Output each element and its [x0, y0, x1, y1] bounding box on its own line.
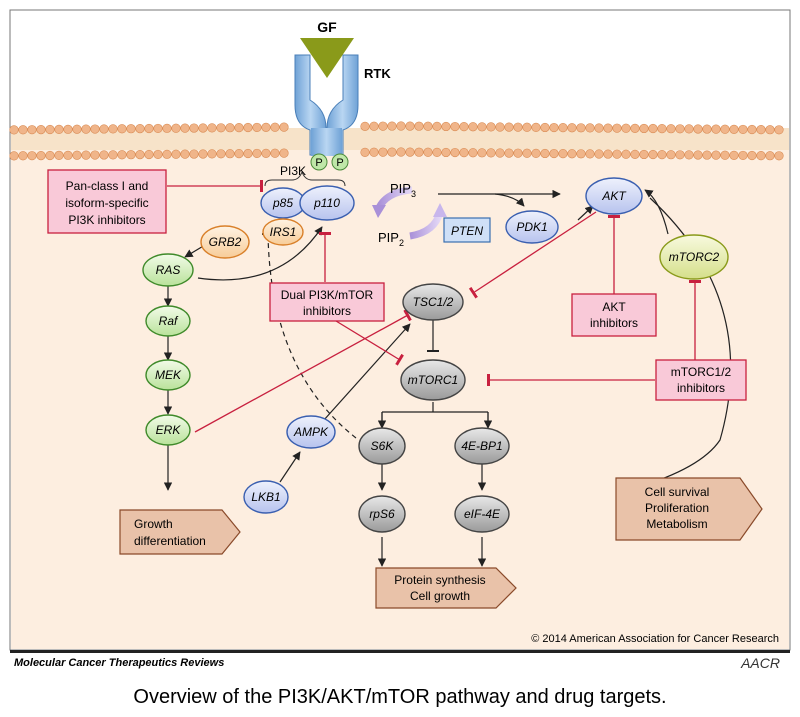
aacr-logo: AACR: [740, 655, 780, 671]
inhibition-edges: [167, 180, 701, 433]
pi3k-brace: [264, 170, 346, 187]
gf-ligand: [300, 38, 354, 78]
outcome-protein-synthesis: Protein synthesis Cell growth: [375, 567, 517, 609]
node-label-p85: p85: [272, 196, 293, 210]
node-raf: Raf: [145, 305, 191, 337]
node-p85: p85: [260, 187, 306, 219]
node-mtorc1: mTORC1: [400, 359, 466, 401]
svg-text:Cell growth: Cell growth: [410, 589, 470, 603]
svg-text:differentiation: differentiation: [134, 534, 206, 548]
phospho-left: [310, 153, 328, 171]
node-irs1: IRS1: [262, 218, 304, 246]
node-tsc: TSC1/2: [402, 283, 464, 321]
pip2-label: PIP2: [378, 230, 404, 248]
node-label-ampk: AMPK: [293, 425, 329, 439]
inhibitor-akt: AKT inhibitors: [571, 293, 657, 337]
pten-box: [443, 217, 491, 243]
node-mek: MEK: [145, 359, 191, 391]
gf-label: GF: [317, 19, 337, 35]
node-label-fourebp1: 4E-BP1: [461, 439, 502, 453]
svg-text:inhibitors: inhibitors: [303, 304, 351, 318]
svg-text:AKT: AKT: [602, 300, 626, 314]
node-label-raf: Raf: [159, 314, 179, 328]
node-lkb1: LKB1: [243, 480, 289, 514]
phospho-right: [331, 153, 349, 171]
node-fourebp1: 4E-BP1: [454, 427, 510, 465]
node-akt: AKT: [585, 177, 643, 215]
pip-cycle: [372, 186, 447, 240]
copyright: © 2014 American Association for Cancer R…: [531, 633, 779, 645]
footer-rule: [10, 650, 790, 653]
node-pdk1: PDK1: [505, 210, 559, 244]
svg-text:isoform-specific: isoform-specific: [65, 196, 148, 210]
node-label-mtorc2: mTORC2: [669, 250, 720, 264]
journal-name: Molecular Cancer Therapeutics Reviews: [14, 657, 224, 669]
svg-text:Dual PI3K/mTOR: Dual PI3K/mTOR: [281, 288, 374, 302]
node-label-rps6: rpS6: [369, 507, 395, 521]
inhibitor-mtorc12: mTORC1/2 inhibitors: [655, 359, 747, 401]
svg-text:inhibitors: inhibitors: [677, 381, 725, 395]
inhibitor-dual: Dual PI3K/mTOR inhibitors: [269, 282, 385, 322]
edges: [163, 189, 732, 567]
outcome-growth: Growth differentiation: [119, 509, 241, 555]
node-label-p110: p110: [313, 196, 340, 210]
svg-text:Cell survival: Cell survival: [645, 485, 710, 499]
node-label-mek: MEK: [155, 368, 182, 382]
node-rps6: rpS6: [358, 495, 406, 533]
svg-text:PI3K inhibitors: PI3K inhibitors: [68, 213, 145, 227]
node-label-ras: RAS: [156, 263, 181, 277]
svg-text:Growth: Growth: [134, 517, 173, 531]
svg-text:Metabolism: Metabolism: [646, 517, 707, 531]
svg-text:Proliferation: Proliferation: [645, 501, 709, 515]
svg-text:inhibitors: inhibitors: [590, 316, 638, 330]
node-erk: ERK: [145, 414, 191, 446]
inhibitor-pan-class: Pan-class I and isoform-specific PI3K in…: [47, 169, 167, 234]
svg-text:mTORC1/2: mTORC1/2: [671, 365, 732, 379]
pten-label: PTEN: [451, 224, 483, 238]
node-ampk: AMPK: [286, 415, 336, 449]
node-label-lkb1: LKB1: [251, 490, 280, 504]
node-label-akt: AKT: [601, 189, 627, 203]
rtk-receptor: [294, 54, 359, 156]
node-label-grb2: GRB2: [209, 235, 242, 249]
node-eif4e: eIF-4E: [454, 495, 510, 533]
node-label-tsc: TSC1/2: [413, 295, 454, 309]
node-label-irs1: IRS1: [270, 225, 297, 239]
rtk-label: RTK: [364, 66, 391, 81]
node-label-mtorc1: mTORC1: [408, 373, 458, 387]
outcome-cell-survival: Cell survival Proliferation Metabolism: [615, 477, 763, 541]
node-label-erk: ERK: [156, 423, 182, 437]
node-p110: p110: [299, 185, 355, 221]
node-label-pdk1: PDK1: [516, 220, 547, 234]
caption: Overview of the PI3K/AKT/mTOR pathway an…: [133, 686, 666, 708]
pi3k-label: PI3K: [280, 164, 306, 178]
svg-text:Protein synthesis: Protein synthesis: [394, 573, 485, 587]
node-label-eif4e: eIF-4E: [464, 507, 501, 521]
node-s6k: S6K: [358, 427, 406, 465]
pip3-label: PIP3: [390, 181, 416, 199]
node-mtorc2: mTORC2: [659, 234, 729, 280]
node-grb2: GRB2: [200, 225, 250, 259]
phospho-label-left: P: [315, 157, 322, 169]
phospho-label-right: P: [336, 157, 343, 169]
svg-text:Pan-class I and: Pan-class I and: [66, 179, 149, 193]
cell-membrane: [9, 121, 789, 161]
node-label-s6k: S6K: [371, 439, 395, 453]
node-ras: RAS: [142, 253, 194, 287]
